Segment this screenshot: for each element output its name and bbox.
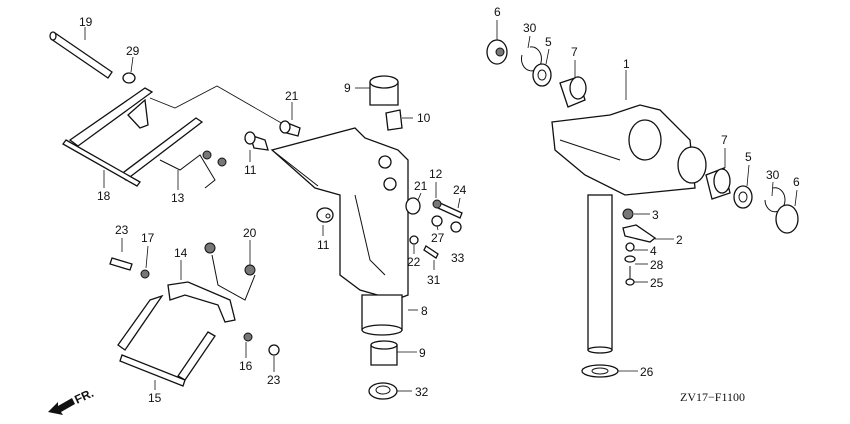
callout-21: 21 xyxy=(285,89,299,103)
cover-6-right xyxy=(775,204,799,234)
callout-9: 9 xyxy=(419,346,426,360)
front-label: FR. xyxy=(72,386,95,407)
leader-line xyxy=(149,85,291,129)
nut-33 xyxy=(450,221,462,233)
callout-14: 14 xyxy=(174,246,188,260)
washer-5-right xyxy=(733,185,753,209)
callout-5: 5 xyxy=(745,150,752,164)
callout-6: 6 xyxy=(494,5,501,19)
callout-16: 16 xyxy=(239,359,253,373)
callout-23: 23 xyxy=(115,223,129,237)
callout-18: 18 xyxy=(97,189,111,203)
lever-2 xyxy=(622,224,657,243)
callout-32: 32 xyxy=(415,385,429,399)
washer-28 xyxy=(624,255,636,263)
pin-19 xyxy=(49,31,113,79)
callout-8: 8 xyxy=(421,304,428,318)
bolt-23-lower xyxy=(268,344,280,356)
callout-30: 30 xyxy=(523,21,537,35)
callout-6: 6 xyxy=(793,175,800,189)
callout-33: 33 xyxy=(451,251,465,265)
callout-5: 5 xyxy=(545,35,552,49)
callout-1: 1 xyxy=(623,57,630,71)
callout-4: 4 xyxy=(650,244,657,258)
callout-2: 2 xyxy=(676,233,683,247)
collar-11-lower xyxy=(316,207,334,223)
callout-7: 7 xyxy=(721,133,728,147)
bracket-18 xyxy=(62,87,204,187)
spring-13 xyxy=(159,150,227,189)
bolt-25 xyxy=(625,266,635,286)
callout-27: 27 xyxy=(431,231,445,245)
diagram-code: ZV17−F1100 xyxy=(680,390,745,404)
washer-5-left xyxy=(532,63,552,87)
spring-3 xyxy=(622,208,634,220)
arm-14 xyxy=(167,281,236,323)
callout-21: 21 xyxy=(414,179,428,193)
bushing-9-lower xyxy=(370,340,398,366)
nut-22 xyxy=(409,235,419,245)
collar-11 xyxy=(244,131,269,151)
spring-17 xyxy=(140,269,150,279)
callout-22: 22 xyxy=(407,255,421,269)
bolt-24 xyxy=(432,199,463,219)
callout-11: 11 xyxy=(317,238,330,252)
bushing-9-upper xyxy=(369,75,399,106)
callout-labels: 19 29 21 9 10 11 18 13 11 21 12 24 27 33… xyxy=(79,5,800,405)
callout-30: 30 xyxy=(766,168,780,182)
collar-4 xyxy=(625,242,635,252)
callout-31: 31 xyxy=(427,273,441,287)
callout-11: 11 xyxy=(244,163,257,177)
callout-28: 28 xyxy=(650,258,664,272)
washer-26 xyxy=(581,364,619,378)
callout-26: 26 xyxy=(640,365,654,379)
swivel-bracket-1 xyxy=(551,104,707,354)
washer-27 xyxy=(431,215,443,227)
bushing-7-right xyxy=(705,167,731,200)
callout-10: 10 xyxy=(417,111,431,125)
bushing-7-left xyxy=(559,76,587,108)
callout-3: 3 xyxy=(652,208,659,222)
callout-15: 15 xyxy=(148,391,162,405)
callout-12: 12 xyxy=(429,167,443,181)
cover-6-left xyxy=(486,39,508,65)
swivel-case-8 xyxy=(270,127,409,336)
front-arrow-icon xyxy=(48,398,75,415)
washer-29 xyxy=(122,72,136,84)
tilt-lever-15 xyxy=(117,294,216,387)
callout-9: 9 xyxy=(344,81,351,95)
leader-lines xyxy=(84,20,798,392)
callout-25: 25 xyxy=(650,276,664,290)
callout-29: 29 xyxy=(126,44,140,58)
callout-24: 24 xyxy=(453,183,467,197)
callout-13: 13 xyxy=(171,191,185,205)
collar-21-right xyxy=(405,197,421,215)
plate-10 xyxy=(385,109,403,131)
callout-17: 17 xyxy=(141,231,155,245)
spring-20 xyxy=(204,242,256,301)
screw-31 xyxy=(423,245,439,259)
collar-21 xyxy=(279,120,301,137)
bolt-23 xyxy=(109,257,133,271)
callout-7: 7 xyxy=(571,45,578,59)
callout-23: 23 xyxy=(267,373,281,387)
spring-16 xyxy=(243,332,253,342)
seal-32 xyxy=(368,382,398,400)
callout-20: 20 xyxy=(243,226,257,240)
callout-19: 19 xyxy=(79,15,93,29)
